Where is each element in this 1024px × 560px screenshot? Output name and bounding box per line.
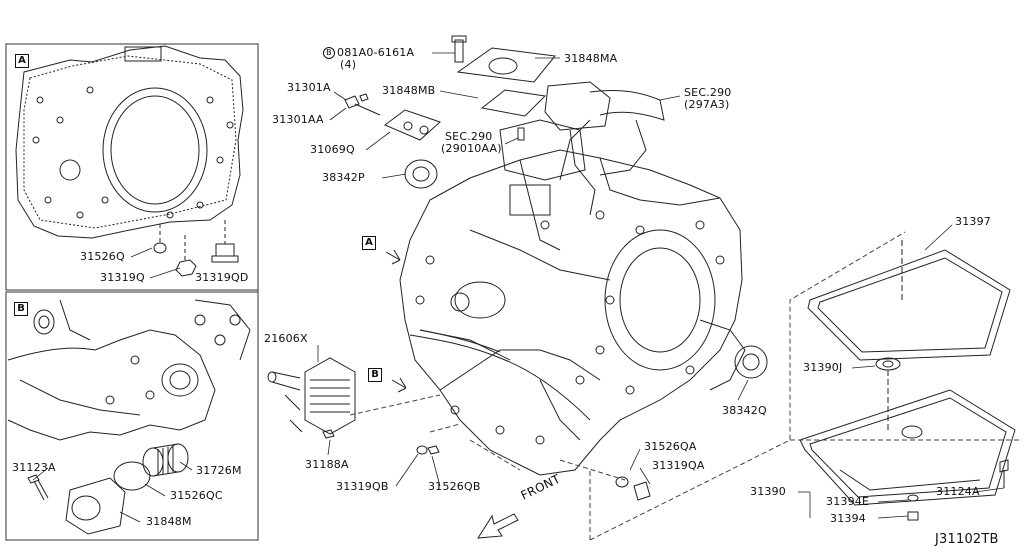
label-31397: 31397 — [955, 215, 991, 228]
label-31526qa: 31526QA — [644, 440, 697, 453]
label-31526qb: 31526QB — [428, 480, 481, 493]
label-31848m: 31848M — [146, 515, 192, 528]
view-marker-a: A — [15, 54, 29, 68]
label-31526q: 31526Q — [80, 250, 125, 263]
label-31069q: 31069Q — [310, 143, 355, 156]
gasket-plates — [344, 47, 556, 141]
label-31301a: 31301A — [287, 81, 331, 94]
label-31526qc: 31526QC — [170, 489, 223, 502]
label-31123a: 31123A — [12, 461, 56, 474]
label-31726m: 31726M — [196, 464, 242, 477]
oil-cooler — [267, 357, 356, 439]
oil-pan-assembly — [799, 240, 1016, 521]
label-31390j: 31390J — [803, 361, 843, 374]
assembly-boundary — [349, 231, 1022, 541]
drain-plugs — [416, 445, 651, 501]
view-marker-b: B — [14, 302, 28, 316]
label-31394: 31394 — [830, 512, 866, 525]
label-31319qd: 31319QD — [195, 271, 249, 284]
label-31319q: 31319Q — [100, 271, 145, 284]
filter-detail-view-b — [7, 299, 251, 535]
label-qty-4: (4) — [340, 58, 357, 71]
label-31394e: 31394E — [826, 495, 870, 508]
front-arrow-icon — [477, 513, 519, 539]
view-marker-b-main: B — [368, 368, 382, 382]
view-marker-a-main: A — [362, 236, 376, 250]
diagram-id: J31102TB — [935, 532, 999, 547]
label-31319qa: 31319QA — [652, 459, 705, 472]
label-sec290-a: SEC.290 — [684, 86, 732, 99]
label-31301aa: 31301AA — [272, 113, 324, 126]
view-arrows — [385, 249, 407, 393]
label-sec290-b: SEC.290 — [445, 130, 493, 143]
label-21606x: 21606X — [264, 332, 308, 345]
bolt-symbol-icon: B — [323, 47, 335, 59]
oil-seals — [404, 159, 768, 379]
label-31188a: 31188A — [305, 458, 349, 471]
label-31848mb: 31848MB — [382, 84, 436, 97]
panel-frames — [5, 43, 259, 541]
label-38342p: 38342P — [322, 171, 365, 184]
label-297a3: (297A3) — [684, 98, 730, 111]
label-29010aa: (29010AA) — [441, 142, 502, 155]
label-38342q: 38342Q — [722, 404, 767, 417]
label-31124a: 31124A — [936, 485, 980, 498]
label-31319qb: 31319QB — [336, 480, 389, 493]
label-31848ma: 31848MA — [564, 52, 618, 65]
transmission-body — [399, 35, 746, 476]
label-31390: 31390 — [750, 485, 786, 498]
case-cover-view-a — [15, 45, 244, 277]
leader-lines — [32, 52, 1005, 523]
